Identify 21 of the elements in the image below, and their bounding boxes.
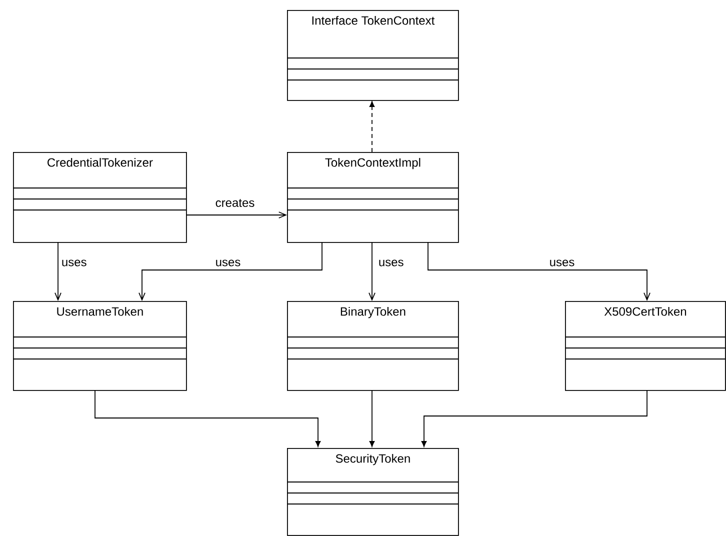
edge-label: uses [60,258,88,268]
class-box: BinaryToken [286,301,459,391]
arrow [138,242,322,301]
edge-label: uses [377,258,405,268]
class-box: SecurityToken [286,448,459,536]
arrow [186,212,287,218]
class-box: UsernameToken [12,301,187,391]
class-box: TokenContextImpl [286,152,459,243]
class-box: Interface TokenContext [286,10,459,101]
edge-label: uses [548,258,576,268]
arrow [54,242,62,301]
dashed-arrow [369,101,375,152]
arrow [368,242,376,301]
edge-label: uses [214,258,242,268]
arrow [369,390,375,447]
class-box: X509CertToken [564,301,726,391]
arrow [428,242,650,301]
class-box: CredentialTokenizer [12,152,187,243]
arrow [421,390,648,447]
edge-label: creates [214,198,256,208]
arrow [94,390,321,447]
